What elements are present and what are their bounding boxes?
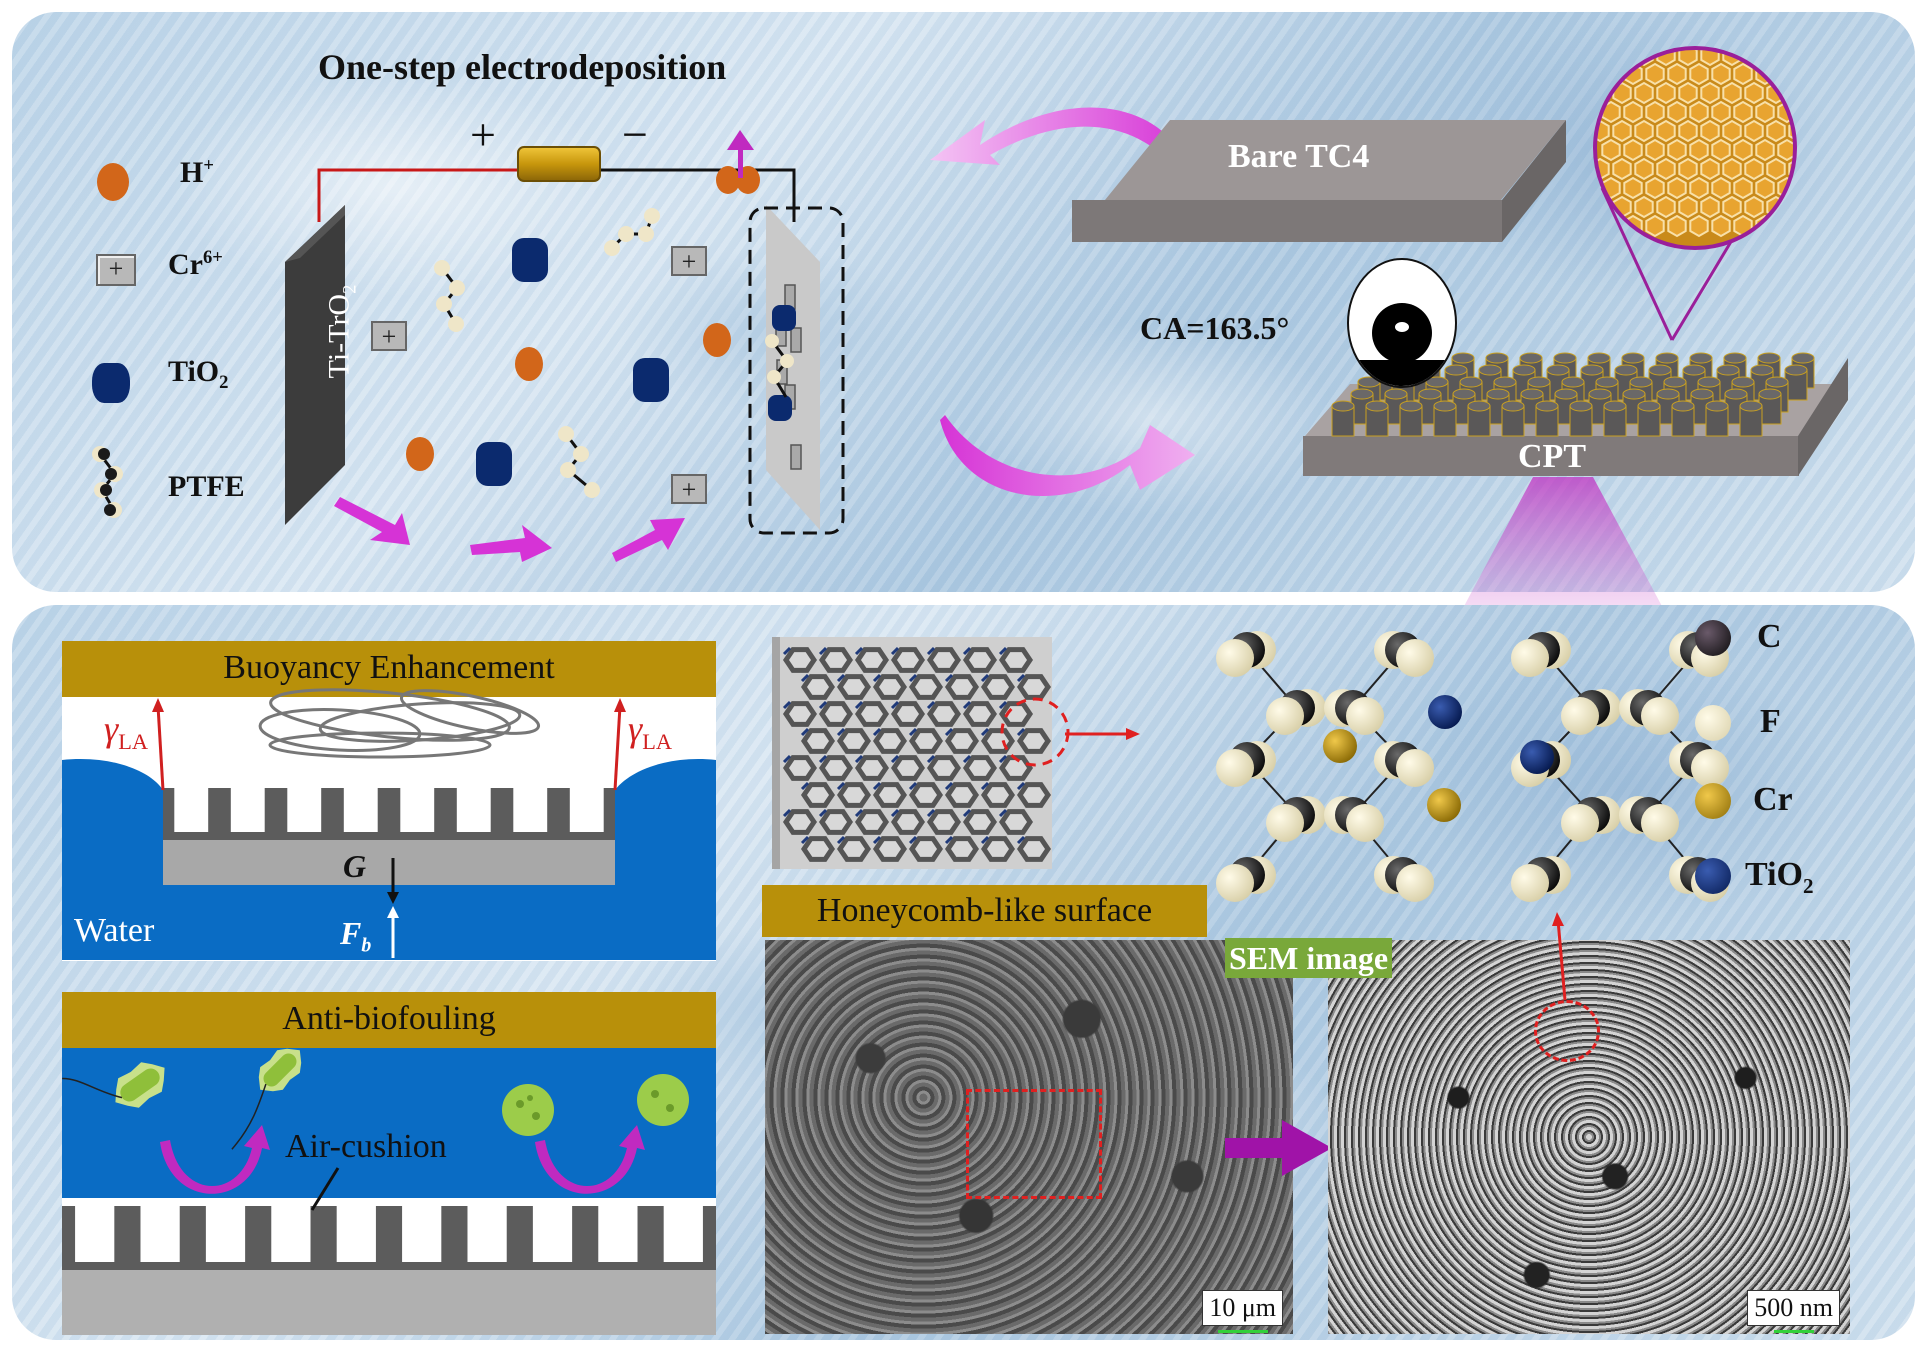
h-plus-icon (97, 163, 129, 201)
atom-f-label: F (1760, 703, 1781, 740)
air-cushion-label: Air-cushion (285, 1128, 447, 1165)
atom-tio2-icon (1695, 858, 1731, 894)
atom-tio2-label: TiO2 (1745, 856, 1814, 898)
polarity-plus: + (470, 109, 496, 160)
atom-f-icon (1695, 705, 1731, 741)
anode-label: Ti-TrO2 (322, 284, 361, 379)
legend-h-plus: H+ (180, 155, 214, 189)
buoyancy-title: Buoyancy Enhancement (62, 641, 716, 697)
atom-cr-label: Cr (1753, 781, 1793, 818)
atom-c-label: C (1757, 618, 1782, 655)
surface-tension-right: γLA (628, 709, 672, 755)
top-panel-electrodeposition (12, 12, 1915, 592)
cpt-label: CPT (1518, 438, 1586, 475)
tio2-icon (92, 363, 130, 403)
scale-bar-500nm: 500 nm (1747, 1290, 1840, 1333)
honeycomb-label: Honeycomb-like surface (762, 885, 1207, 937)
antifouling-title: Anti-biofouling (62, 992, 716, 1048)
water-label: Water (74, 912, 155, 949)
scale-bar-10um: 10 μm (1202, 1290, 1283, 1333)
sem-image-tag: SEM image (1225, 938, 1393, 978)
sem-image-low-mag: 10 μm (765, 940, 1293, 1334)
surface-tension-left: γLA (104, 709, 148, 755)
legend-ptfe: PTFE (168, 470, 245, 503)
atom-cr-icon (1695, 783, 1731, 819)
buoyant-force-label: Fb (340, 915, 372, 957)
bare-tc4-label: Bare TC4 (1228, 138, 1370, 175)
legend-cr6-plus: Cr6+ (168, 247, 223, 281)
polarity-minus: − (622, 109, 648, 160)
legend-tio2: TiO2 (168, 355, 229, 393)
sem-zoom-box (966, 1089, 1102, 1199)
atom-c-icon (1695, 620, 1731, 656)
gravity-label: G (343, 848, 367, 884)
sem-image-high-mag: 500 nm (1328, 940, 1850, 1334)
process-title: One-step electrodeposition (318, 47, 727, 87)
contact-angle-label: CA=163.5° (1140, 310, 1290, 346)
sem-zoom-circle (1534, 1000, 1600, 1062)
cr6-plus-icon: + (96, 254, 136, 286)
